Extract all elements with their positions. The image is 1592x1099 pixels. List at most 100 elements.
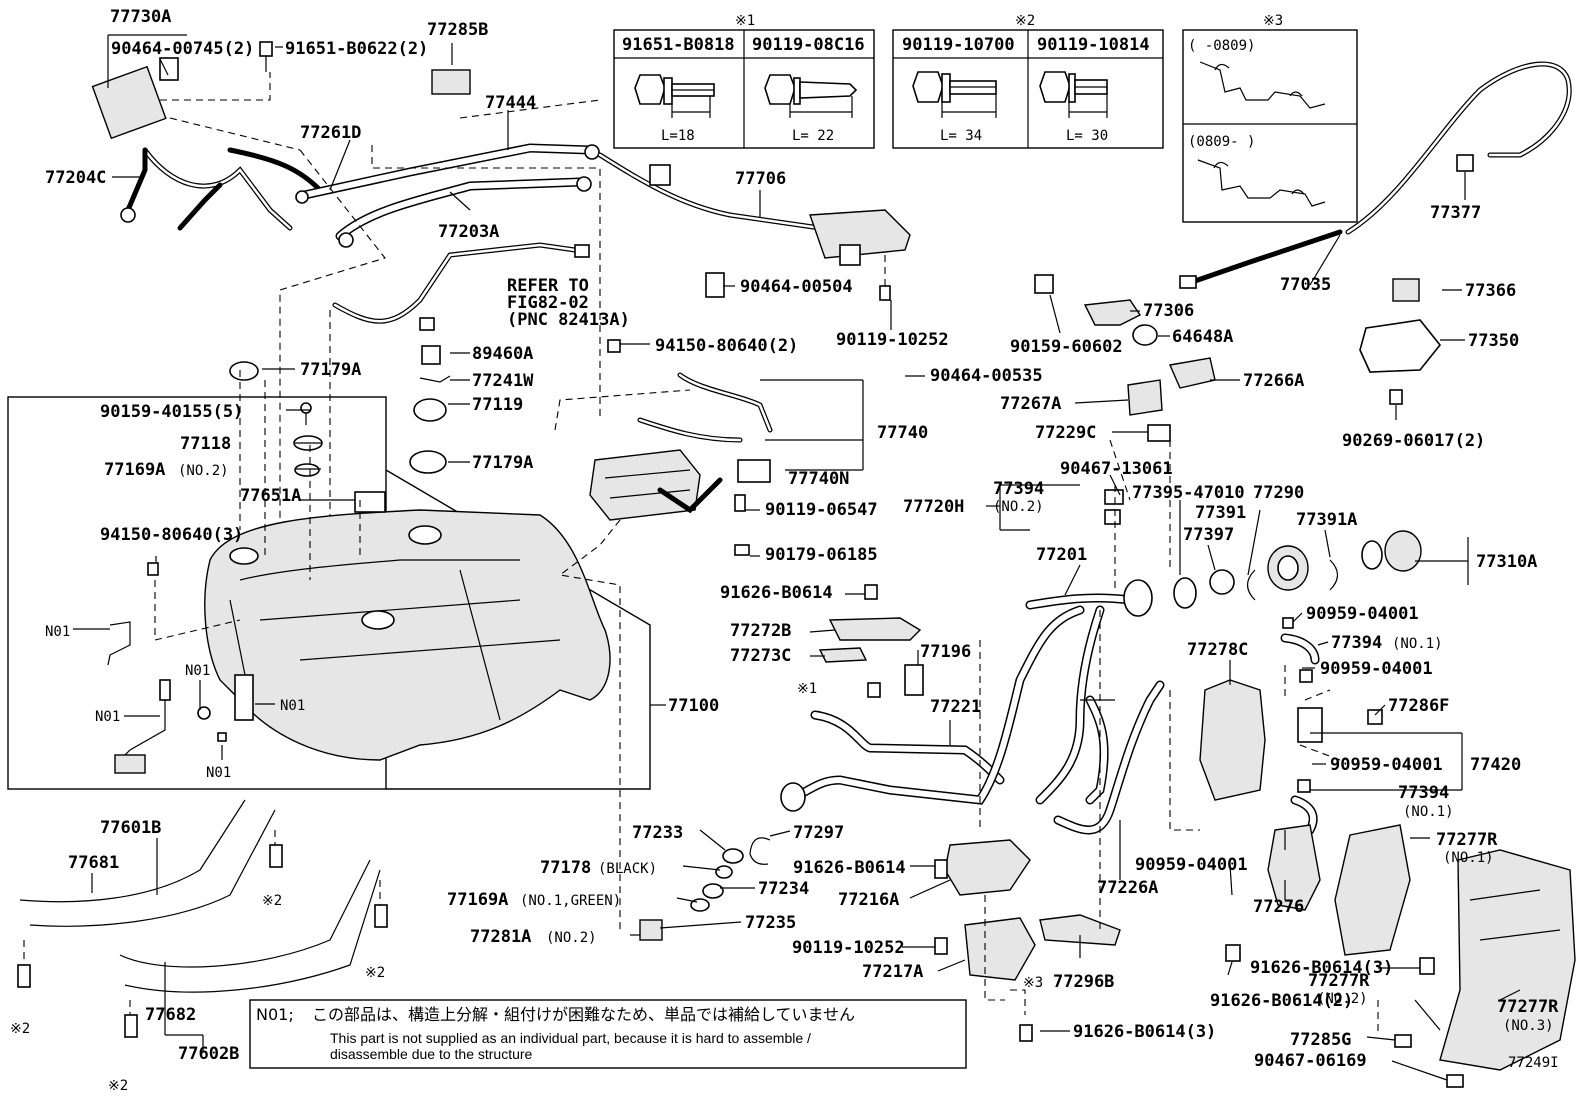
part-number-90464-00504: 90464-00504 — [740, 277, 853, 297]
mark-2: ※2 — [1015, 13, 1035, 29]
part-number-90119-10252: 90119-10252 — [792, 938, 905, 958]
part-number-89460A: 89460A — [472, 344, 533, 364]
n01-note: N01; この部品は、構造上分解・組付けが困難なため、単品では補給していません … — [249, 999, 967, 1069]
part-number-77286F: 77286F — [1388, 696, 1449, 716]
part-number-77035: 77035 — [1280, 275, 1331, 295]
part-number-77297: 77297 — [793, 823, 844, 843]
part-number-77272B: 77272B — [730, 621, 791, 641]
part-number-77118: 77118 — [180, 434, 231, 454]
filler-neck-parts — [1104, 439, 1422, 609]
n01-note-ref: N01 — [185, 663, 210, 679]
part-number-77651A: 77651A — [240, 486, 301, 506]
fuel-tank — [107, 345, 611, 774]
part-number-77290: 77290 — [1253, 483, 1304, 503]
part-number-77179A: 77179A — [472, 453, 533, 473]
refer-note: (PNC 82413A) — [507, 310, 630, 330]
part-number-77391A: 77391A — [1296, 510, 1357, 530]
refer-note: REFER TO — [507, 276, 589, 296]
part-number-77221: 77221 — [930, 697, 981, 717]
note-japanese: この部品は、構造上分解・組付けが困難なため、単品では補給していません — [312, 1005, 855, 1024]
part-number-77740N: 77740N — [788, 469, 849, 489]
bolt-length: L= 30 — [1066, 128, 1108, 144]
part-number-77306: 77306 — [1143, 301, 1194, 321]
lid-lock-parts — [1034, 274, 1216, 442]
part-number-90959-04001: 90959-04001 — [1320, 659, 1433, 679]
mark-2-leader: ※2 — [10, 1021, 30, 1037]
part-number-77235: 77235 — [745, 913, 796, 933]
bolt-code: 91651-B0818 — [622, 35, 735, 55]
n01-note-ref: N01 — [280, 698, 305, 714]
part-number-77394: 77394 — [1398, 783, 1449, 803]
qualifier: (NO.3) — [1503, 1018, 1554, 1034]
part-number-77601B: 77601B — [100, 818, 161, 838]
qualifier: (NO.2) — [993, 499, 1044, 515]
part-number-77278C: 77278C — [1187, 640, 1248, 660]
bolt-table-mark-2: ※2 90119-10700 90119-10814 L= 34 L= 30 — [892, 13, 1164, 149]
part-number-77394: 77394 — [993, 479, 1044, 499]
part-number-77281A: 77281A — [470, 927, 531, 947]
center-brackets — [818, 584, 1121, 1042]
part-number-77201: 77201 — [1036, 545, 1087, 565]
part-number-77119: 77119 — [472, 395, 523, 415]
part-number-77310A: 77310A — [1476, 552, 1537, 572]
bolt-length: L= 34 — [940, 128, 982, 144]
part-number-77602B: 77602B — [178, 1044, 239, 1064]
part-number-77100: 77100 — [668, 696, 719, 716]
part-number-77285G: 77285G — [1290, 1030, 1351, 1050]
mark-2-leader: ※2 — [365, 965, 385, 981]
part-number-91626-B0614: 91626-B0614(3) — [1073, 1022, 1216, 1042]
note-tag: N01; — [256, 1005, 294, 1024]
part-number-77203A: 77203A — [438, 222, 499, 242]
part-number-77266A: 77266A — [1243, 371, 1304, 391]
part-number-90119-10252: 90119-10252 — [836, 330, 949, 350]
mark-2-leader: ※2 — [262, 893, 282, 909]
part-number-77350: 77350 — [1468, 331, 1519, 351]
qualifier: (NO.1) — [1392, 636, 1443, 652]
part-number-90959-04001: 90959-04001 — [1306, 604, 1419, 624]
part-number-77273C: 77273C — [730, 646, 791, 666]
part-number-77285B: 77285B — [427, 20, 488, 40]
part-number-94150-80640: 94150-80640(3) — [100, 525, 243, 545]
mark-3-leader: ※3 — [1023, 975, 1043, 991]
part-number-77169A: 77169A — [104, 460, 165, 480]
part-number-94150-80640: 94150-80640(2) — [655, 336, 798, 356]
note-english-line-2: disassemble due to the structure — [330, 1046, 533, 1062]
part-number-91626-B0614: 91626-B0614(2) — [1210, 991, 1353, 1011]
clip-variant-label: (0809- ) — [1188, 134, 1255, 150]
part-number-77204C: 77204C — [45, 168, 106, 188]
part-number-77444: 77444 — [485, 93, 536, 113]
part-number-90179-06185: 90179-06185 — [765, 545, 878, 565]
filler-pipes — [780, 579, 1165, 930]
qualifier: (NO.2) — [178, 463, 229, 479]
part-number-91626-B0614: 91626-B0614 — [793, 858, 906, 878]
figure-number: 77249I — [1508, 1055, 1559, 1071]
part-number-77720H: 77720H — [903, 497, 964, 517]
part-labels: 77730A 90464-00745(2) 91651-B0622(2) 772… — [10, 7, 1559, 1094]
clip-table-mark-3: ※3 ( -0809) (0809- ) — [1182, 13, 1358, 223]
bolt-code: 90119-08C16 — [752, 35, 865, 55]
part-number-91651-B0622: 91651-B0622(2) — [285, 39, 428, 59]
part-number-77682: 77682 — [145, 1005, 196, 1025]
part-number-77234: 77234 — [758, 879, 809, 899]
bolt-code: 90119-10700 — [902, 35, 1015, 55]
n01-note-ref: N01 — [95, 709, 120, 725]
part-number-77261D: 77261D — [300, 123, 361, 143]
qualifier: (NO.1) — [1443, 850, 1494, 866]
charcoal-canister — [554, 272, 864, 930]
note-english-line-1: This part is not supplied as an individu… — [330, 1030, 811, 1046]
part-number-77217A: 77217A — [862, 962, 923, 982]
part-number-77366: 77366 — [1465, 281, 1516, 301]
part-number-90464-00745: 90464-00745(2) — [111, 39, 254, 59]
bolt-length: L= 22 — [792, 128, 834, 144]
part-number-77730A: 77730A — [110, 7, 171, 27]
part-number-77277R: 77277R — [1436, 830, 1498, 850]
part-number-90119-06547: 90119-06547 — [765, 500, 878, 520]
part-number-77241W: 77241W — [472, 371, 534, 391]
vent-assembly — [91, 41, 601, 590]
clip-variant-label: ( -0809) — [1188, 38, 1255, 54]
part-number-77226A: 77226A — [1097, 878, 1158, 898]
n01-note-ref: N01 — [45, 624, 70, 640]
qualifier: (NO.1,GREEN) — [520, 893, 621, 909]
tank-straps — [17, 799, 388, 1038]
leader-lines — [73, 34, 1521, 1081]
